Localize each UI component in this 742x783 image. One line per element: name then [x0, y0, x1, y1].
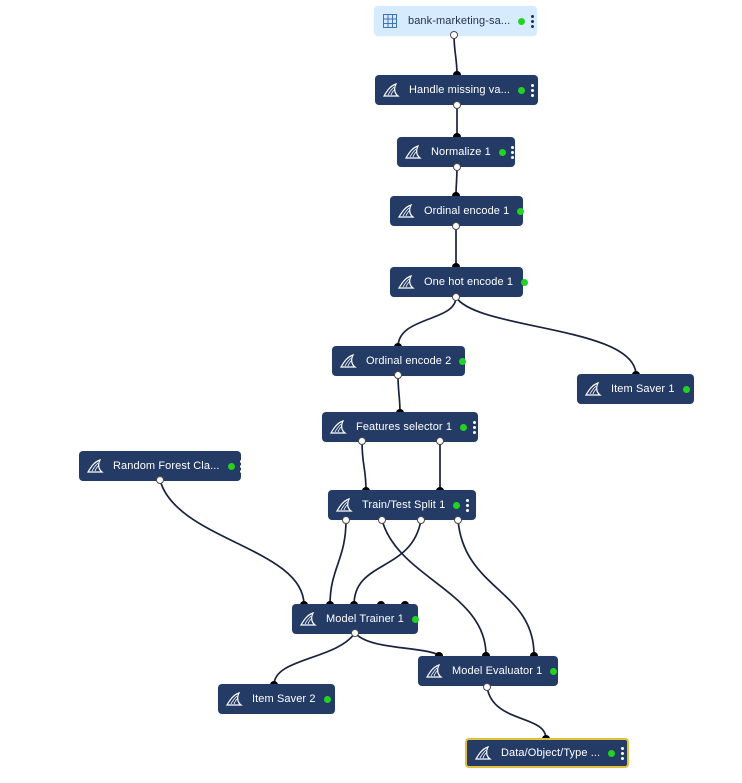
- output-port[interactable]: [156, 476, 164, 484]
- node-handle-missing-values[interactable]: Handle missing va...: [375, 75, 538, 105]
- status-dot: [323, 695, 331, 703]
- node-normalize[interactable]: Normalize 1: [397, 137, 515, 167]
- node-label: Random Forest Cla...: [113, 460, 220, 472]
- node-label: Normalize 1: [431, 146, 491, 158]
- shark-fin-icon: [425, 663, 443, 679]
- shark-fin-icon: [339, 353, 357, 369]
- node-label: bank-marketing-sa...: [408, 15, 511, 27]
- status-dot: [521, 278, 529, 286]
- edge-split-to-trainer-b: [353, 519, 422, 606]
- status-dot: [550, 667, 558, 675]
- kebab-menu-icon[interactable]: [561, 663, 567, 679]
- kebab-menu-icon[interactable]: [470, 353, 476, 369]
- output-port[interactable]: [378, 516, 386, 524]
- node-item-saver-2[interactable]: Item Saver 2: [218, 684, 340, 714]
- output-port[interactable]: [452, 222, 460, 230]
- shark-fin-icon: [397, 203, 415, 219]
- edge-features-selector-to-split-a: [361, 440, 367, 492]
- status-dot: [498, 148, 506, 156]
- shark-fin-icon: [329, 419, 347, 435]
- kebab-menu-icon[interactable]: [619, 745, 625, 761]
- shark-fin-icon: [474, 745, 492, 761]
- status-dot: [608, 749, 616, 757]
- output-port[interactable]: [453, 163, 461, 171]
- node-random-forest-classifier[interactable]: Random Forest Cla...: [79, 451, 244, 481]
- shark-fin-icon: [397, 274, 415, 290]
- node-label: One hot encode 1: [424, 276, 514, 288]
- edge-evaluator-to-data-object: [486, 686, 547, 740]
- kebab-menu-icon[interactable]: [423, 611, 429, 627]
- kebab-menu-icon[interactable]: [528, 203, 534, 219]
- kebab-menu-icon[interactable]: [471, 419, 477, 435]
- kebab-menu-icon[interactable]: [529, 13, 535, 29]
- node-label: Model Evaluator 1: [452, 665, 543, 677]
- kebab-menu-icon[interactable]: [239, 458, 245, 474]
- output-port[interactable]: [483, 683, 491, 691]
- node-label: Ordinal encode 2: [366, 355, 452, 367]
- status-dot: [411, 615, 419, 623]
- output-port[interactable]: [450, 31, 458, 39]
- shark-fin-icon: [225, 691, 243, 707]
- output-port[interactable]: [358, 437, 366, 445]
- node-train-test-split[interactable]: Train/Test Split 1: [328, 490, 476, 520]
- shark-fin-icon: [299, 611, 317, 627]
- edge-one-hot-to-item-saver-1: [455, 296, 637, 376]
- output-port[interactable]: [453, 101, 461, 109]
- node-label: Item Saver 1: [611, 383, 675, 395]
- status-dot: [517, 207, 525, 215]
- kebab-menu-icon[interactable]: [510, 144, 516, 160]
- table-grid-icon: [382, 13, 398, 29]
- output-port[interactable]: [351, 629, 359, 637]
- status-dot: [518, 17, 526, 25]
- edge-trainer-to-evaluator: [354, 632, 440, 656]
- output-port[interactable]: [436, 437, 444, 445]
- status-dot: [518, 86, 526, 94]
- shark-fin-icon: [404, 144, 422, 160]
- shark-fin-icon: [584, 381, 602, 397]
- output-port[interactable]: [454, 516, 462, 524]
- status-dot: [460, 423, 468, 431]
- output-port[interactable]: [342, 516, 350, 524]
- kebab-menu-icon[interactable]: [532, 274, 538, 290]
- status-dot: [459, 357, 467, 365]
- output-port[interactable]: [394, 371, 402, 379]
- kebab-menu-icon[interactable]: [529, 82, 535, 98]
- edge-ordinal-encode-2-to-features-selector: [397, 374, 401, 414]
- edge-trainer-to-item-saver-2: [273, 632, 356, 686]
- shark-fin-icon: [382, 82, 400, 98]
- edge-split-to-evaluator-b: [457, 519, 535, 656]
- node-label: Ordinal encode 1: [424, 205, 510, 217]
- edge-split-to-trainer-a: [329, 519, 347, 606]
- output-port[interactable]: [417, 516, 425, 524]
- edge-random-forest-to-trainer: [159, 479, 305, 606]
- node-data-object-type[interactable]: Data/Object/Type ...: [465, 738, 629, 768]
- edge-split-to-evaluator-a: [381, 519, 487, 656]
- node-label: Features selector 1: [356, 421, 453, 433]
- shark-fin-icon: [335, 497, 353, 513]
- node-label: Handle missing va...: [409, 84, 511, 96]
- node-label: Data/Object/Type ...: [501, 747, 601, 759]
- kebab-menu-icon[interactable]: [464, 497, 470, 513]
- shark-fin-icon: [86, 458, 104, 474]
- status-dot: [682, 385, 690, 393]
- node-item-saver-1[interactable]: Item Saver 1: [577, 374, 699, 404]
- node-label: Item Saver 2: [252, 693, 316, 705]
- kebab-menu-icon[interactable]: [335, 691, 341, 707]
- edge-dataset-to-handle-missing: [453, 34, 458, 76]
- node-features-selector[interactable]: Features selector 1: [322, 412, 478, 442]
- status-dot: [227, 462, 235, 470]
- output-port[interactable]: [452, 293, 460, 301]
- node-one-hot-encode[interactable]: One hot encode 1: [390, 267, 537, 297]
- node-model-evaluator[interactable]: Model Evaluator 1: [418, 656, 566, 686]
- node-label: Train/Test Split 1: [362, 499, 446, 511]
- node-ordinal-encode-1[interactable]: Ordinal encode 1: [390, 196, 533, 226]
- node-label: Model Trainer 1: [326, 613, 404, 625]
- node-ordinal-encode-2[interactable]: Ordinal encode 2: [332, 346, 475, 376]
- status-dot: [453, 501, 461, 509]
- edge-one-hot-to-ordinal-encode-2: [397, 296, 457, 348]
- kebab-menu-icon[interactable]: [694, 381, 700, 397]
